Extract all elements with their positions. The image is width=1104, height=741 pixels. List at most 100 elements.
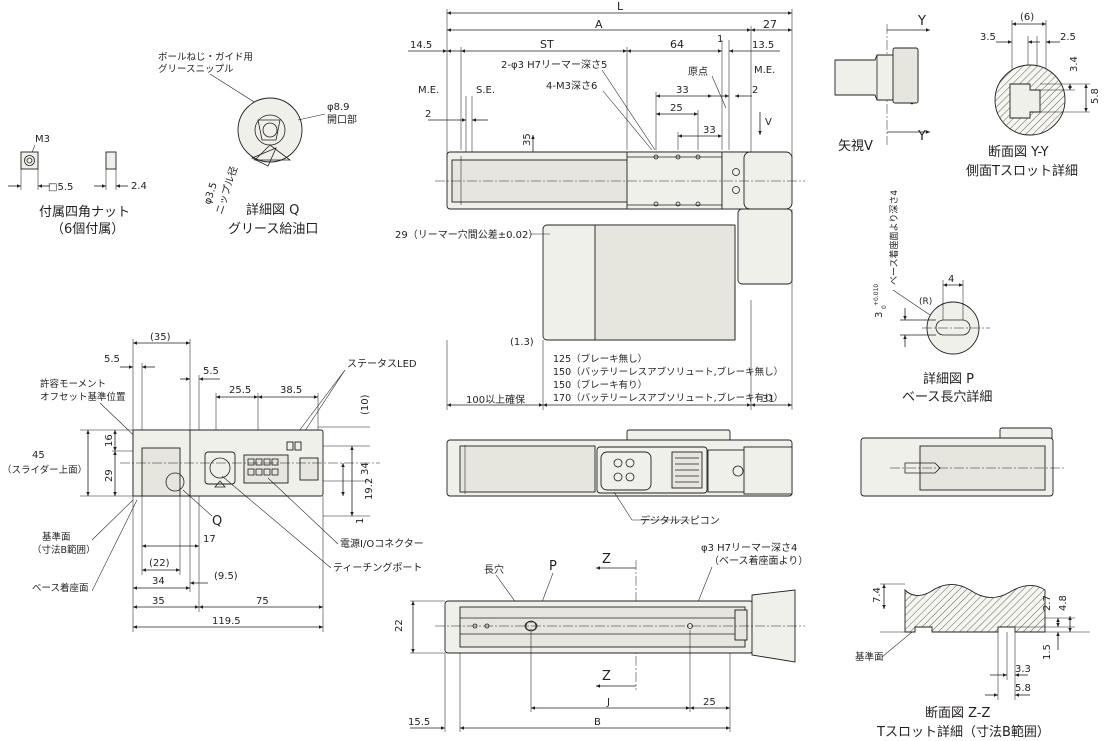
- ref-face-label: 基準面: [42, 531, 71, 543]
- yy-2-5: 2.5: [1060, 32, 1076, 43]
- y-top: Y: [917, 14, 926, 29]
- side-view: (35) 5.5 5.5 許容モーメント オフセット基準位置 25.5 38.5…: [2, 332, 424, 632]
- brake-150a: 150（バッテリーレスアブソリュート,ブレーキ無し）: [553, 366, 783, 378]
- section-yy-title: 断面図 Y-Y: [988, 145, 1049, 160]
- side-19-2: 19.2: [364, 478, 375, 500]
- grease-nipple-label: ボールねじ・ガイド用: [158, 52, 253, 63]
- brake-170: 170（バッテリーレスアブソリュート,ブレーキ有り）: [553, 392, 783, 404]
- teaching-port-label: ティーチングポート: [333, 561, 422, 574]
- grease-nipple-label2: グリースニップル: [158, 63, 234, 75]
- dim-A: A: [595, 18, 603, 31]
- opening-label: 開口部: [327, 113, 357, 126]
- detail-q: ボールねじ・ガイド用 グリースニップル φ8.9 開口部 φ3.5 ニップル径 …: [158, 52, 357, 237]
- side-35: (35): [150, 332, 171, 343]
- side-q: Q: [212, 514, 222, 529]
- dim-L: L: [617, 0, 624, 13]
- nut-title: 付属四角ナット: [39, 205, 130, 220]
- detail-p-subtitle: ベース長穴詳細: [902, 389, 992, 405]
- view-v-title: 矢視V: [838, 139, 873, 154]
- section-zz-title: 断面図 Z-Z: [925, 706, 991, 721]
- yy-5-8: 5.8: [1090, 88, 1101, 104]
- side-34: 34: [360, 462, 371, 475]
- detail-q-title: 詳細図 Q: [246, 202, 299, 218]
- me-right: M.E.: [754, 65, 775, 76]
- dim-33-a: 33: [676, 85, 689, 96]
- side-9-5: (9.5): [214, 571, 238, 582]
- p-tol-upper: +0.010: [873, 284, 880, 306]
- base-seat-label: ベース着座面: [32, 582, 89, 594]
- power-io-label: 電源I/Oコネクター: [340, 537, 424, 550]
- m3-depth: 4-M3深さ6: [546, 80, 597, 92]
- side-1: 1: [355, 518, 366, 524]
- p-depth: ベース着座面より深さ4: [888, 190, 900, 285]
- dim-25-top: 25: [670, 103, 683, 114]
- z-bottom: Z: [602, 669, 611, 684]
- bot-22: 22: [394, 619, 405, 632]
- reamer-phi3: φ3 H7リーマー深さ4: [701, 542, 797, 554]
- p-4: 4: [948, 274, 954, 285]
- status-led-label: ステータスLED: [347, 358, 417, 370]
- side-75: 75: [256, 596, 269, 607]
- top-view: L A 27 14.5 ST 64 1 13.5 2-φ3 H7リーマー深さ5 …: [395, 0, 805, 410]
- side-119-5: 119.5: [212, 616, 241, 627]
- p-3: 3: [874, 312, 885, 318]
- dim-27: 27: [763, 18, 777, 31]
- zz-5-8: 5.8: [1015, 683, 1031, 694]
- dim-33-b: 33: [703, 125, 716, 136]
- side-29: 29: [104, 469, 115, 482]
- brake-150b: 150（ブレーキ有り）: [553, 379, 647, 391]
- side-10: (10): [360, 394, 371, 415]
- reamer-phi3-b: （ベース着座面より）: [709, 554, 808, 567]
- side-17: 17: [203, 534, 216, 545]
- bot-15-5: 15.5: [408, 717, 430, 728]
- side-25-5: 25.5: [229, 385, 251, 396]
- side-5-5a: 5.5: [104, 354, 120, 365]
- detail-p: ベース着座面より深さ4 4 (R) 3 +0.010 0 詳細図 P ベース長穴…: [873, 190, 992, 405]
- moment-label2: オフセット基準位置: [40, 391, 126, 403]
- me-left: M.E.: [418, 85, 439, 96]
- p-mark: P: [549, 559, 557, 574]
- dim-31: 31: [762, 394, 775, 405]
- p-r: (R): [919, 297, 932, 307]
- reamer-tolerance: 29（リーマー穴間公差±0.02）: [395, 228, 538, 241]
- dim-14-5: 14.5: [410, 40, 432, 51]
- section-yy: (6) 3.5 2.5 3.4 5.8 断面図 Y-Y 側面Tスロット詳細: [966, 12, 1101, 179]
- nut-2-4: 2.4: [131, 181, 147, 192]
- phi-8-9: φ8.9: [327, 102, 350, 113]
- side-5-5b: 5.5: [203, 366, 219, 377]
- moment-label: 許容モーメント: [40, 378, 106, 390]
- section-yy-subtitle: 側面Tスロット詳細: [966, 163, 1078, 179]
- side-35b: 35: [152, 596, 165, 607]
- slider-top-label: （スライダー上面）: [2, 464, 87, 476]
- view-v-mark: V: [765, 117, 772, 128]
- long-hole-label: 長穴: [484, 563, 504, 576]
- section-zz-subtitle: Tスロット詳細（寸法B範囲）: [876, 724, 1050, 740]
- dim-2-right: 2: [752, 85, 758, 96]
- bottom-view: 長穴 P Z φ3 H7リーマー深さ4 （ベース着座面より） 22 Z: [394, 542, 808, 732]
- side-22: (22): [149, 558, 170, 569]
- bot-B: B: [594, 717, 601, 728]
- section-zz: 7.4 2.7 4.8 1.5 基準面 3.3 5.8 断面図 Z-Z Tスロッ…: [855, 583, 1090, 740]
- zz-ref-face: 基準面: [855, 651, 884, 663]
- detail-q-subtitle: グリース給油口: [228, 222, 318, 237]
- z-top: Z: [602, 552, 611, 567]
- zz-7-4: 7.4: [872, 587, 883, 603]
- dim-2-left: 2: [425, 109, 431, 120]
- end-view-right: [860, 427, 1065, 497]
- dim-1-3: (1.3): [510, 337, 534, 348]
- bot-25: 25: [703, 697, 716, 708]
- middle-view: デジタルスピコン: [446, 429, 793, 527]
- nut-subtitle: （6個付属）: [51, 222, 124, 237]
- side-16: 16: [104, 434, 115, 447]
- dim-1-top: 1: [717, 34, 723, 45]
- origin-label: 原点: [688, 66, 708, 78]
- brake-125: 125（ブレーキ無し）: [553, 353, 647, 365]
- digital-speed-label: デジタルスピコン: [640, 514, 720, 527]
- y-bottom: Y: [917, 129, 926, 144]
- square-nut-detail: M3 □5.5 2.4 付属四角ナット （6個付属）: [8, 134, 147, 237]
- dim-ST: ST: [540, 38, 554, 51]
- p-tol-lower: 0: [881, 305, 888, 309]
- zz-3-3: 3.3: [1015, 664, 1031, 675]
- zz-4-8: 4.8: [1058, 595, 1069, 611]
